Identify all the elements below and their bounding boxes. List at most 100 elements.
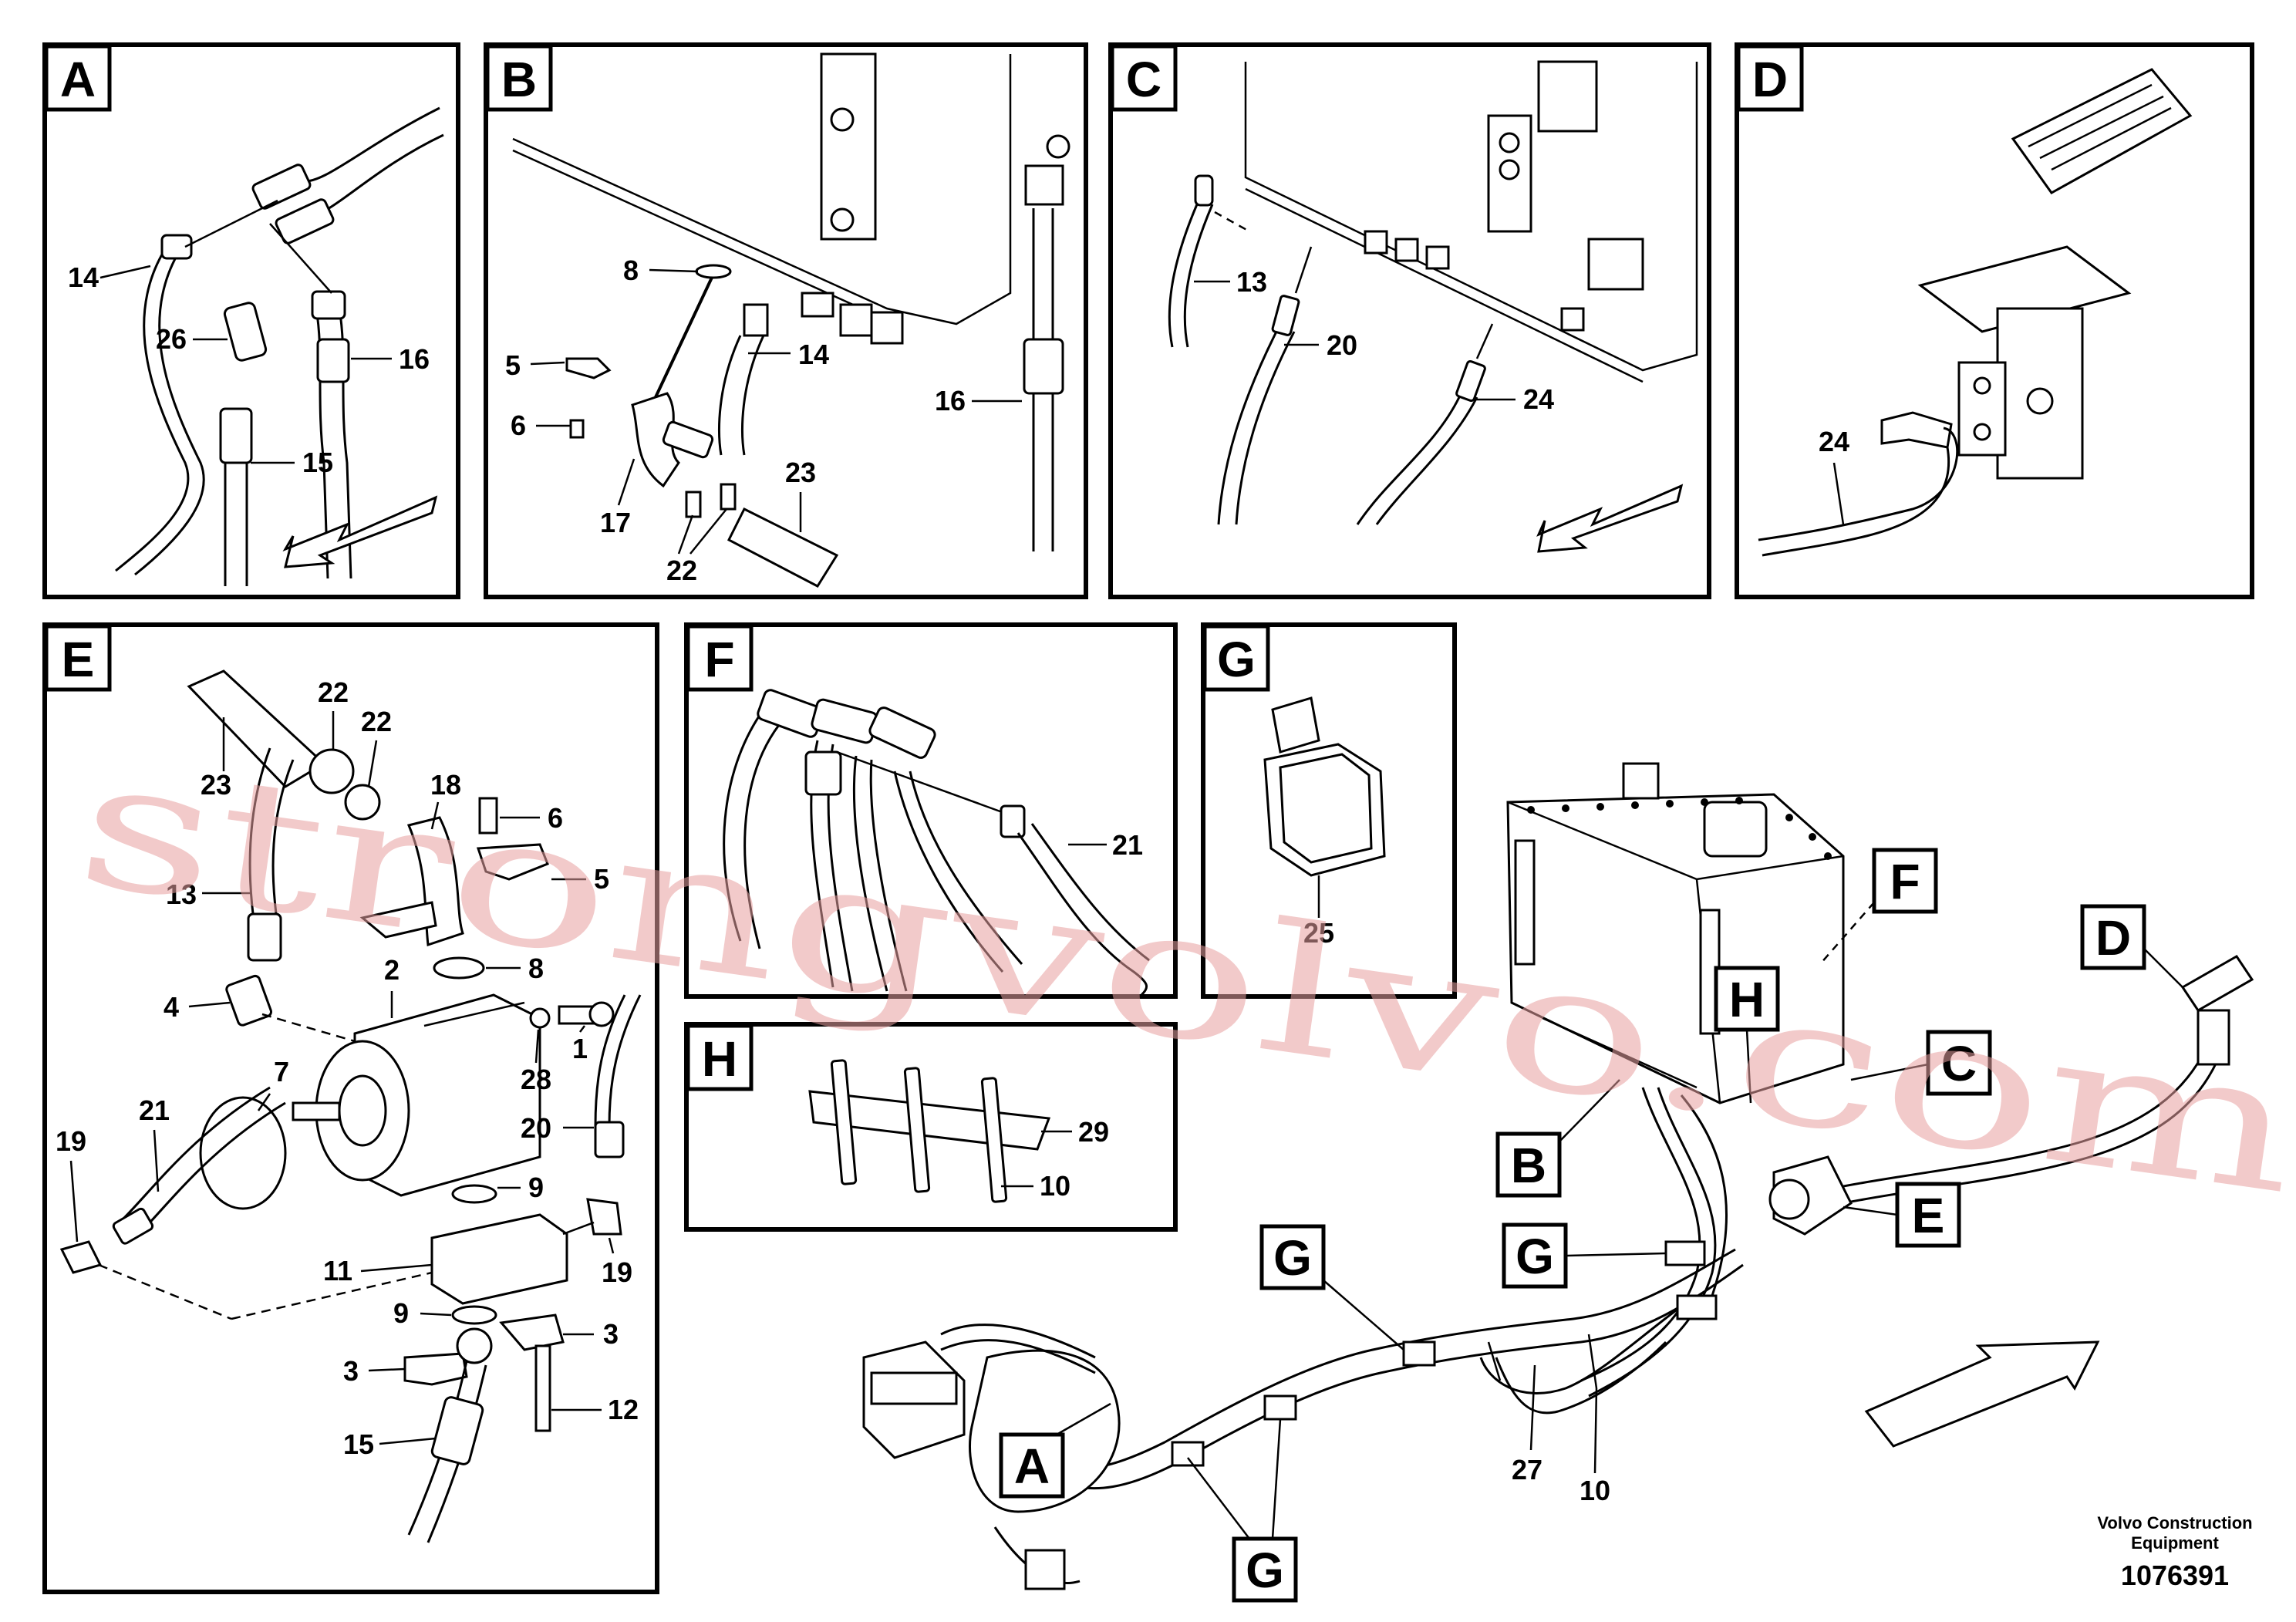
- label-22: 22: [318, 676, 349, 708]
- flange-3: [499, 1313, 565, 1351]
- label-17: 17: [600, 507, 631, 538]
- panel-f-letter: F: [704, 632, 734, 687]
- hose: [308, 133, 444, 218]
- bolt: [1499, 159, 1520, 180]
- fitting: [251, 164, 312, 210]
- label-16: 16: [399, 343, 430, 375]
- hose: [1479, 1294, 1698, 1394]
- fitting: [275, 198, 335, 244]
- flange-22: [308, 748, 355, 794]
- fitting: [811, 698, 878, 744]
- panel-b-letter: B: [501, 52, 537, 107]
- pump-face: [338, 1074, 387, 1147]
- hose-16: [315, 308, 329, 579]
- panel-g: G 25: [1201, 622, 1457, 999]
- panel-c-letter: C: [1126, 52, 1161, 107]
- bolt-6: [569, 419, 585, 439]
- label-22: 22: [666, 555, 697, 586]
- washer-28: [529, 1007, 551, 1029]
- direction-arrow: [1536, 484, 1684, 553]
- strap-10: [980, 1077, 1008, 1203]
- callout-e-letter: E: [1912, 1188, 1945, 1243]
- port: [801, 292, 834, 318]
- fitting-16: [1023, 338, 1064, 395]
- clamp-g: [1676, 1294, 1718, 1320]
- fitting: [112, 1207, 154, 1245]
- fitting: [804, 750, 842, 796]
- label-12: 12: [608, 1394, 639, 1425]
- o-ring-8: [695, 264, 732, 279]
- panel-d-letter: D: [1752, 52, 1788, 107]
- pedal: [2011, 68, 2193, 194]
- label-5: 5: [594, 863, 609, 895]
- fitting-19: [59, 1240, 103, 1274]
- label-16: 16: [935, 385, 966, 416]
- label-20: 20: [521, 1112, 551, 1144]
- fitting: [1194, 174, 1214, 207]
- straps-10: [1487, 1334, 1598, 1389]
- panel-e-letter: E: [62, 632, 95, 687]
- valve-block-top: [870, 1371, 958, 1405]
- strap-10: [830, 1059, 858, 1185]
- hose-16: [338, 308, 352, 579]
- elbow-18: [406, 816, 464, 947]
- label-18: 18: [430, 769, 461, 801]
- block-11: [430, 1213, 568, 1305]
- hose: [300, 106, 440, 183]
- hose: [893, 771, 1004, 973]
- pump-small-face: [1768, 1179, 1810, 1220]
- bracket: [820, 52, 877, 241]
- port: [870, 311, 904, 345]
- flange-22: [344, 784, 381, 821]
- label-21: 21: [139, 1094, 170, 1126]
- fitting: [662, 420, 714, 459]
- overview-assembly: F D H C B E G G A G 27 10: [862, 762, 2254, 1603]
- label-6: 6: [548, 802, 563, 834]
- callout-g: [1259, 1224, 1326, 1290]
- fitting-26: [223, 302, 268, 362]
- direction-arrow: [282, 495, 438, 568]
- label-11: 11: [323, 1255, 352, 1286]
- label-25: 25: [1303, 917, 1334, 949]
- fitting: [1024, 164, 1064, 206]
- label-27: 27: [1512, 1454, 1542, 1485]
- label-13: 13: [166, 878, 197, 910]
- port: [1973, 423, 1991, 441]
- label-4: 4: [164, 991, 179, 1023]
- label-19: 19: [602, 1256, 632, 1288]
- label-23: 23: [785, 457, 816, 488]
- callout-d: [2080, 904, 2146, 970]
- connection: [562, 1221, 595, 1236]
- bolt-12: [534, 1344, 551, 1432]
- pedal-small: [2180, 955, 2254, 1012]
- hose-20: [608, 994, 642, 1127]
- bracket: [1537, 60, 1598, 133]
- pipe-17: [631, 392, 680, 488]
- label-21: 21: [1112, 829, 1143, 861]
- bolt-1-head: [588, 1001, 615, 1027]
- label-8: 8: [623, 255, 639, 286]
- hose: [909, 771, 1023, 965]
- fitting-15: [430, 1396, 484, 1465]
- label-22: 22: [361, 706, 392, 737]
- hose-14: [134, 254, 205, 576]
- label-9: 9: [393, 1297, 409, 1329]
- panel-a-letter: A: [60, 52, 96, 107]
- fitting: [868, 706, 936, 759]
- callout-g-letter: G: [1246, 1543, 1284, 1598]
- label-23: 23: [201, 769, 231, 801]
- fitting: [160, 234, 193, 260]
- callout-a: [999, 1432, 1065, 1499]
- pedal-valve-small: [2197, 1009, 2230, 1066]
- fitting-15: [219, 407, 253, 464]
- label-5: 5: [505, 349, 521, 381]
- hose-24: [1835, 1048, 2207, 1189]
- label-2: 2: [384, 954, 400, 986]
- hose: [940, 1324, 1096, 1359]
- panel-h-letter: H: [702, 1031, 737, 1087]
- callout-f: [1872, 848, 1938, 914]
- direction-arrow: [1864, 1340, 2100, 1448]
- hose-24: [1758, 427, 1959, 541]
- label-10: 10: [1580, 1475, 1610, 1506]
- label-3: 3: [603, 1318, 619, 1350]
